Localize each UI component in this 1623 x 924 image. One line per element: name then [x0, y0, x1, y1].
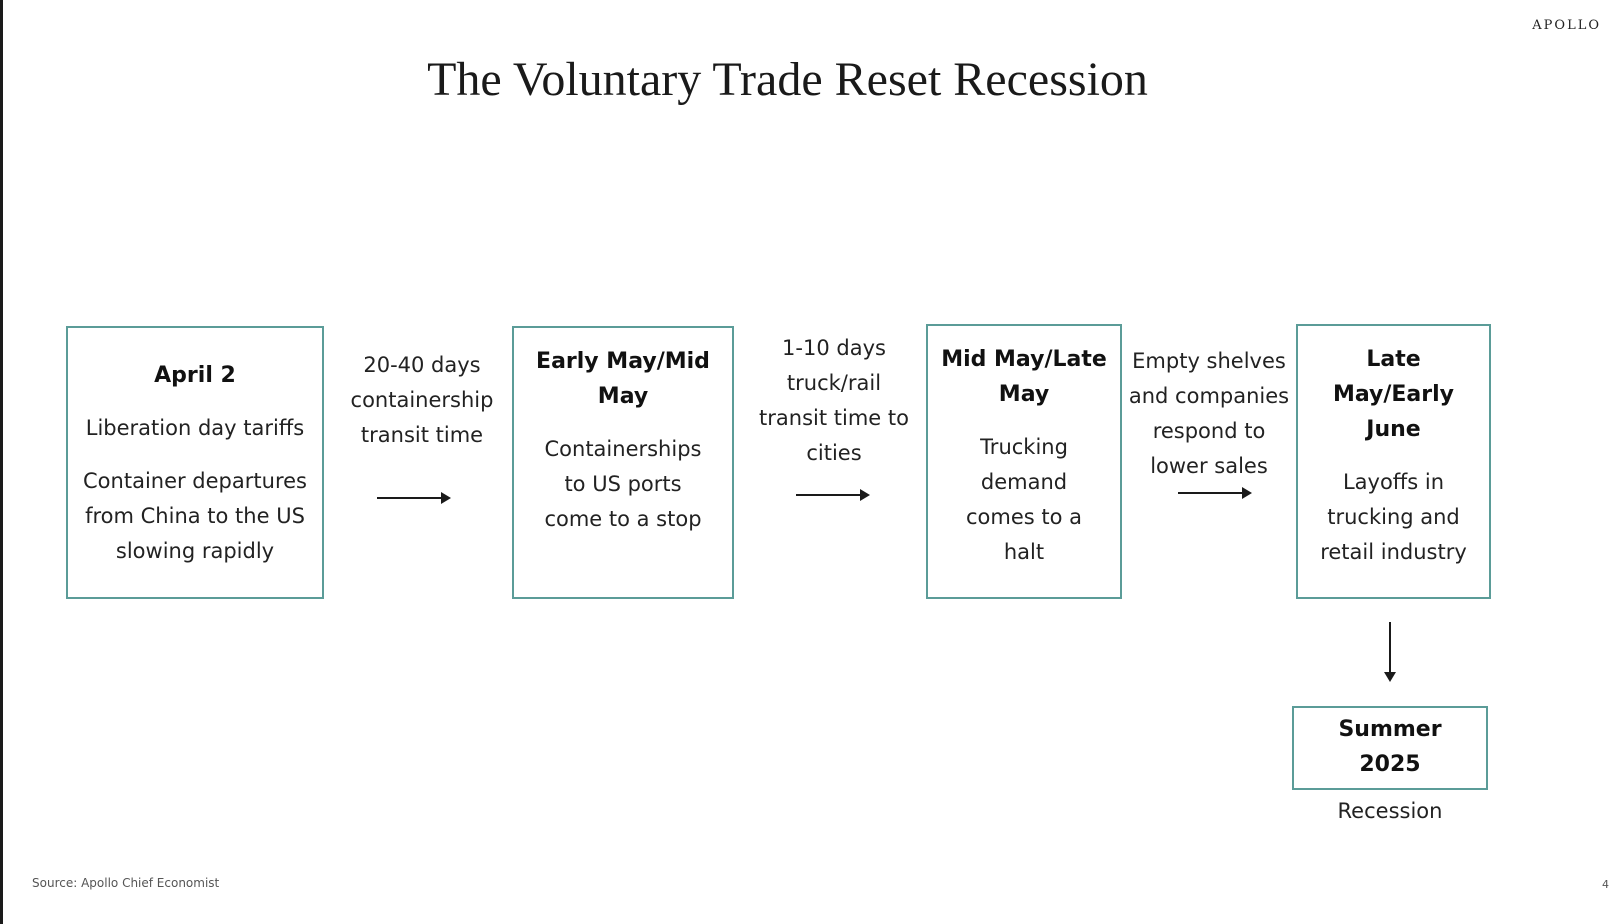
arrow-down-icon: [1384, 622, 1396, 682]
stage-heading: Summer 2025: [1338, 717, 1442, 777]
stage-heading: Early May/Mid May: [536, 349, 710, 409]
stage-box-mid-may: Mid May/Late May Trucking demand comes t…: [926, 324, 1122, 599]
stage-box-april-2: April 2 Liberation day tariffs Container…: [66, 326, 324, 599]
stage-text: Trucking demand comes to a halt: [965, 435, 1082, 564]
transition-label: 20-40 days containership transit time: [350, 353, 494, 447]
brand-logo: APOLLO: [1532, 18, 1601, 33]
stage-text: Recession: [1337, 799, 1443, 823]
transition-label: Empty shelves and companies respond to l…: [1128, 349, 1290, 478]
stage-heading: Mid May/Late May: [941, 347, 1107, 407]
stage-text: Container departures from China to the U…: [83, 469, 307, 563]
stage-heading: Late May/Early June: [1332, 347, 1455, 442]
source-note: Source: Apollo Chief Economist: [32, 876, 220, 890]
stage-text: Layoffs in trucking and retail industry: [1320, 470, 1467, 564]
arrow-right-icon: [377, 492, 451, 504]
stage-text: Containerships to US ports come to a sto…: [544, 437, 702, 531]
stage-box-early-may: Early May/Mid May Containerships to US p…: [512, 326, 734, 599]
arrow-right-icon: [796, 489, 870, 501]
slide-title: The Voluntary Trade Reset Recession: [427, 53, 1148, 106]
stage-box-late-may: Late May/Early June Layoffs in trucking …: [1296, 324, 1491, 599]
stage-box-summer-2025: Summer 2025 Recession: [1292, 706, 1488, 823]
slide-left-edge: [0, 0, 3, 924]
page-number: 4: [1602, 878, 1609, 891]
stage-text: Liberation day tariffs: [85, 416, 305, 440]
stage-heading: April 2: [154, 363, 236, 388]
transition-label: 1-10 days truck/rail transit time to cit…: [759, 336, 909, 465]
arrow-right-icon: [1178, 487, 1252, 499]
